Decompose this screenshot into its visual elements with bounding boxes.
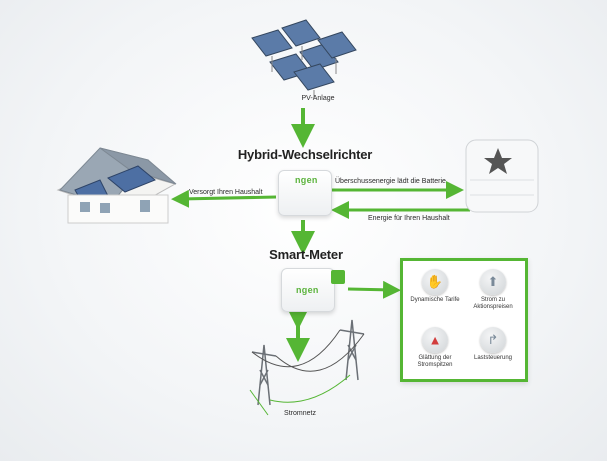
price-tag-icon: ⬆ <box>480 269 506 295</box>
battery-charge-label: Überschussenergie lädt die Batterie <box>335 178 446 185</box>
inverter-logo: ngen <box>295 175 318 185</box>
load-control-icon: ↱ <box>480 327 506 353</box>
arrow-meter-to-features <box>347 280 401 299</box>
arrow-inverter-to-house <box>171 189 277 208</box>
smartmeter-module <box>331 270 345 284</box>
pv-array <box>251 19 357 91</box>
feature-label: Glättung der Stromspitzen <box>417 355 453 368</box>
smartmeter-device: ngen <box>281 268 335 312</box>
battery-discharge-label: Energie für Ihren Haushalt <box>368 215 450 222</box>
feature-load-control: ↱ Laststeuerung <box>464 327 522 362</box>
battery-illustration <box>465 139 539 213</box>
handshake-icon: ✋ <box>422 269 448 295</box>
feature-peak-smoothing: ▲ Glättung der Stromspitzen <box>406 327 464 369</box>
feature-dynamic-tariffs: ✋ Dynamische Tarife <box>406 269 464 304</box>
grid-label: Stromnetz <box>284 410 316 417</box>
inverter-device: ngen <box>278 170 332 216</box>
house-illustration <box>56 147 177 224</box>
house-arrow-label: Versorgt Ihren Haushalt <box>189 189 263 196</box>
power-grid-pylons <box>249 319 365 416</box>
feature-label: Dynamische Tarife <box>410 297 460 303</box>
inverter-title: Hybrid-Wechselrichter <box>237 147 373 162</box>
smartmeter-title: Smart-Meter <box>269 247 343 262</box>
features-panel: ✋ Dynamische Tarife ⬆ Strom zu Aktionspr… <box>400 258 528 382</box>
smartmeter-logo: ngen <box>296 285 319 295</box>
peak-smoothing-icon: ▲ <box>422 327 448 353</box>
feature-label: Strom zu Aktionspreisen <box>473 297 513 310</box>
pv-label: PV-Anlage <box>301 95 335 102</box>
feature-label: Laststeuerung <box>473 355 513 361</box>
feature-action-prices: ⬆ Strom zu Aktionspreisen <box>464 269 522 311</box>
